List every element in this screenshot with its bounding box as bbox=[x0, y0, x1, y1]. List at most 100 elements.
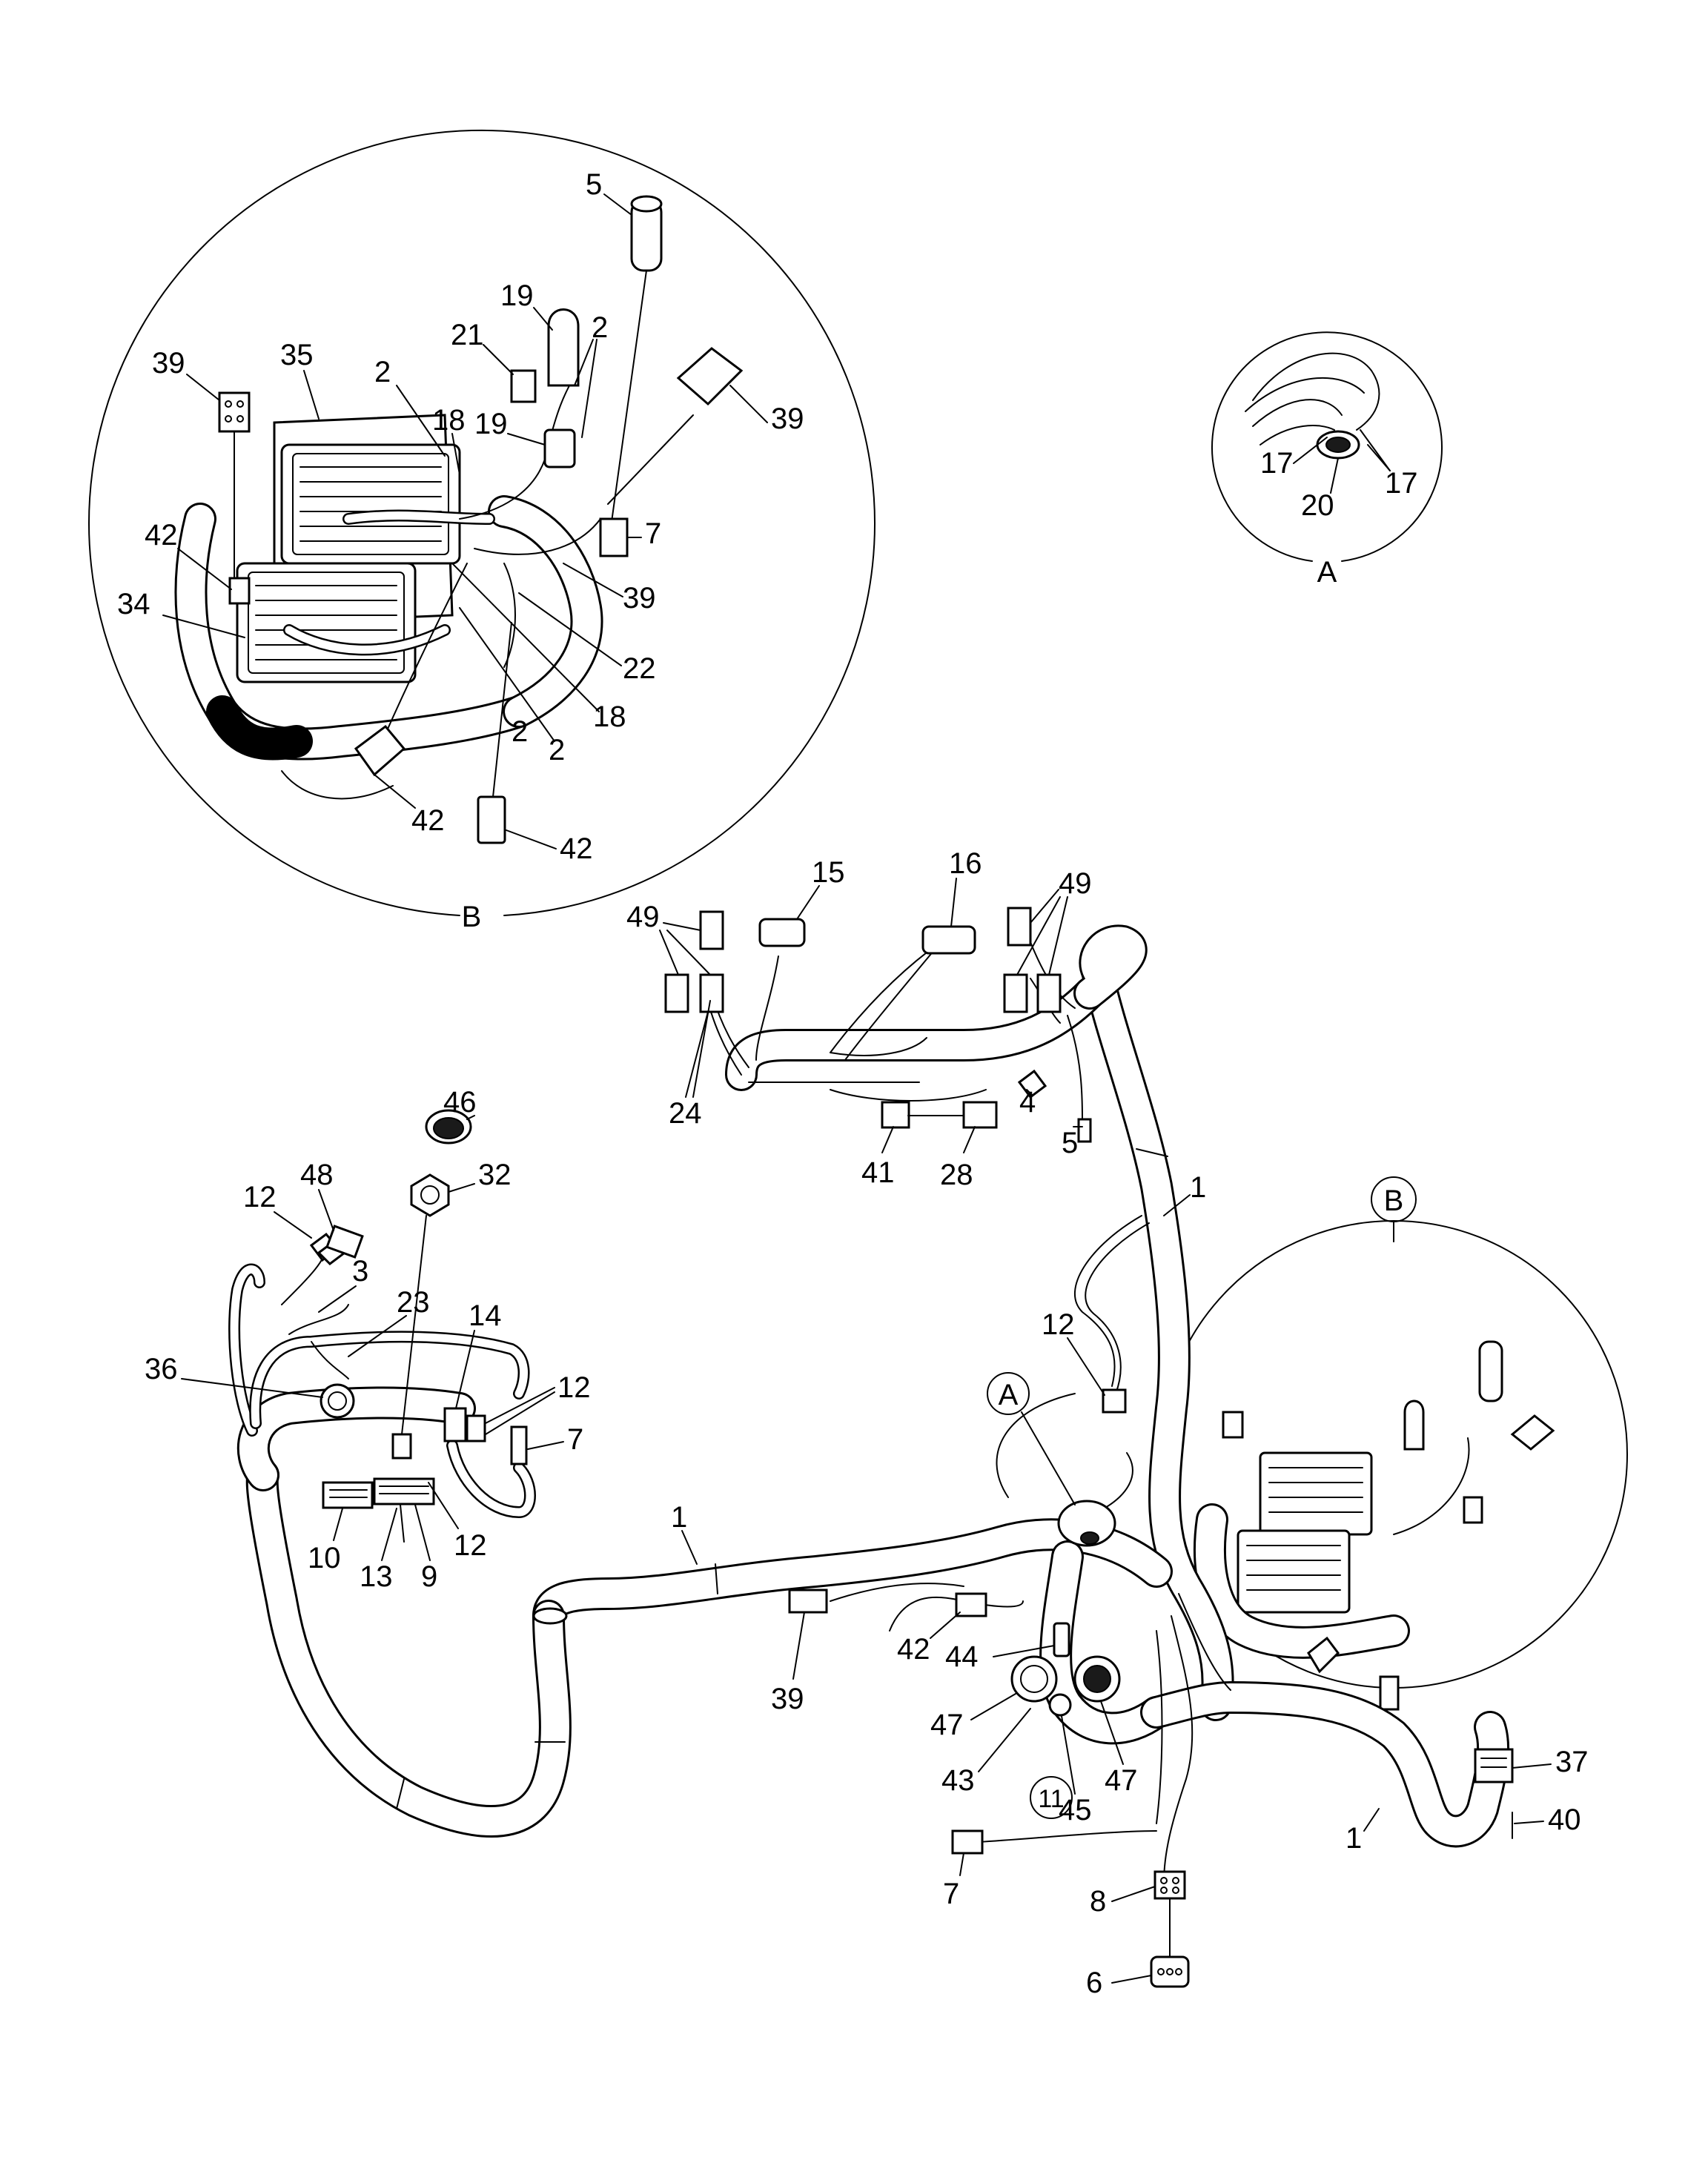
nut-32-icon bbox=[410, 1173, 450, 1217]
label-46: 46 bbox=[443, 1086, 477, 1119]
callout-b bbox=[1371, 1176, 1417, 1222]
label-22: 22 bbox=[623, 652, 656, 685]
connector-39-icon bbox=[676, 347, 744, 406]
connector-23-icon bbox=[391, 1433, 412, 1460]
label-36: 36 bbox=[145, 1353, 178, 1385]
label-47a: 47 bbox=[930, 1709, 964, 1741]
svg-text:11: 11 bbox=[1038, 1785, 1064, 1813]
connector-49e-icon bbox=[1003, 973, 1028, 1013]
label-42d: 42 bbox=[897, 1633, 930, 1666]
label-8: 8 bbox=[1090, 1885, 1106, 1918]
label-18b: 18 bbox=[593, 700, 626, 733]
connector-49f-icon bbox=[1036, 973, 1062, 1013]
connector-41-icon bbox=[881, 1101, 910, 1129]
label-34: 34 bbox=[117, 588, 150, 620]
label-13: 13 bbox=[360, 1560, 393, 1593]
connector-39d-icon bbox=[1510, 1414, 1555, 1451]
connector-7d-icon bbox=[951, 1829, 984, 1855]
label-1a: 1 bbox=[1190, 1171, 1206, 1204]
svg-text:A: A bbox=[999, 1379, 1019, 1411]
label-47b: 47 bbox=[1105, 1764, 1138, 1797]
detail-b-view: B bbox=[88, 129, 875, 933]
label-12d: 12 bbox=[1042, 1308, 1075, 1341]
connector-7c-icon bbox=[510, 1425, 528, 1465]
connector-16-icon bbox=[921, 925, 976, 955]
detail-a-circle bbox=[1211, 331, 1443, 562]
label-18a: 18 bbox=[432, 404, 466, 437]
label-12b: 12 bbox=[557, 1371, 591, 1404]
label-12a: 12 bbox=[243, 1181, 277, 1213]
label-19b: 19 bbox=[474, 408, 508, 440]
label-42c: 42 bbox=[560, 832, 593, 865]
label-2d: 2 bbox=[512, 715, 528, 748]
connector-42f-icon bbox=[955, 1592, 987, 1617]
svg-text:B: B bbox=[1384, 1185, 1404, 1217]
label-39a: 39 bbox=[152, 347, 185, 380]
label-39d: 39 bbox=[771, 1683, 804, 1715]
label-9: 9 bbox=[421, 1560, 437, 1593]
label-1b: 1 bbox=[671, 1501, 687, 1534]
label-16: 16 bbox=[949, 847, 982, 880]
connector-6-icon bbox=[1150, 1955, 1190, 1988]
connector-39b-icon bbox=[218, 391, 251, 433]
connector-49a-icon bbox=[699, 910, 724, 950]
label-43: 43 bbox=[941, 1764, 975, 1797]
connector-48-icon bbox=[325, 1225, 364, 1259]
connector-19c-icon bbox=[1403, 1400, 1425, 1451]
connector-12b-icon bbox=[466, 1414, 486, 1442]
label-1c: 1 bbox=[1345, 1822, 1362, 1855]
label-5: 5 bbox=[586, 168, 602, 201]
label-2c: 2 bbox=[549, 734, 565, 766]
detail-a-label: A bbox=[1317, 556, 1337, 589]
label-15: 15 bbox=[812, 856, 845, 889]
connector-9-icon bbox=[373, 1477, 435, 1506]
connector-28-icon bbox=[962, 1101, 998, 1129]
label-21: 21 bbox=[451, 319, 484, 351]
label-23: 23 bbox=[397, 1286, 430, 1319]
connector-12d-icon bbox=[1102, 1388, 1127, 1414]
connector-19b-icon bbox=[543, 428, 576, 468]
label-24: 24 bbox=[669, 1097, 702, 1130]
grommet-47a-icon bbox=[1010, 1655, 1058, 1703]
connector-10-icon bbox=[322, 1481, 374, 1509]
detail-b-label: B bbox=[462, 901, 482, 933]
ecm-module-lower bbox=[236, 562, 451, 683]
label-41: 41 bbox=[861, 1156, 895, 1189]
label-40: 40 bbox=[1548, 1803, 1581, 1836]
connector-42b-icon bbox=[354, 724, 406, 777]
sensor-44-icon bbox=[1053, 1622, 1070, 1657]
ecm-mini-lower bbox=[1237, 1529, 1351, 1614]
label-12c: 12 bbox=[454, 1529, 487, 1562]
label-17b: 17 bbox=[1385, 467, 1418, 500]
connector-5c-icon bbox=[1077, 1118, 1092, 1143]
detail-b-small-view: B bbox=[1159, 1176, 1628, 1711]
connector-37-icon bbox=[1474, 1748, 1514, 1783]
cap-5b-icon bbox=[1478, 1340, 1503, 1402]
label-14: 14 bbox=[469, 1299, 502, 1332]
connector-49c-icon bbox=[699, 973, 724, 1013]
connector-39e-icon bbox=[788, 1589, 828, 1614]
detail-b-extra-labels: 2 bbox=[512, 715, 528, 748]
label-39c: 39 bbox=[623, 582, 656, 615]
label-7c: 7 bbox=[943, 1878, 959, 1910]
main-labels: 15 16 49 49 24 4 5 41 28 1 12 46 32 48 1… bbox=[145, 847, 1589, 1999]
label-49b: 49 bbox=[1059, 867, 1092, 900]
connector-19-icon bbox=[547, 308, 580, 387]
main-harness: A 11 bbox=[228, 907, 1514, 1988]
label-7b: 7 bbox=[567, 1423, 583, 1456]
connector-15-icon bbox=[758, 918, 806, 947]
label-5b: 5 bbox=[1062, 1127, 1078, 1159]
label-39b: 39 bbox=[771, 403, 804, 435]
connector-42c-icon bbox=[477, 795, 506, 844]
label-7a: 7 bbox=[645, 517, 661, 550]
label-48: 48 bbox=[300, 1159, 334, 1191]
label-20: 20 bbox=[1301, 489, 1334, 522]
label-19: 19 bbox=[500, 279, 534, 312]
connector-7-icon bbox=[599, 517, 629, 557]
callout-a bbox=[987, 1372, 1030, 1415]
connector-7b-icon bbox=[1463, 1496, 1483, 1524]
connector-14-icon bbox=[443, 1407, 467, 1442]
label-32: 32 bbox=[478, 1159, 512, 1191]
